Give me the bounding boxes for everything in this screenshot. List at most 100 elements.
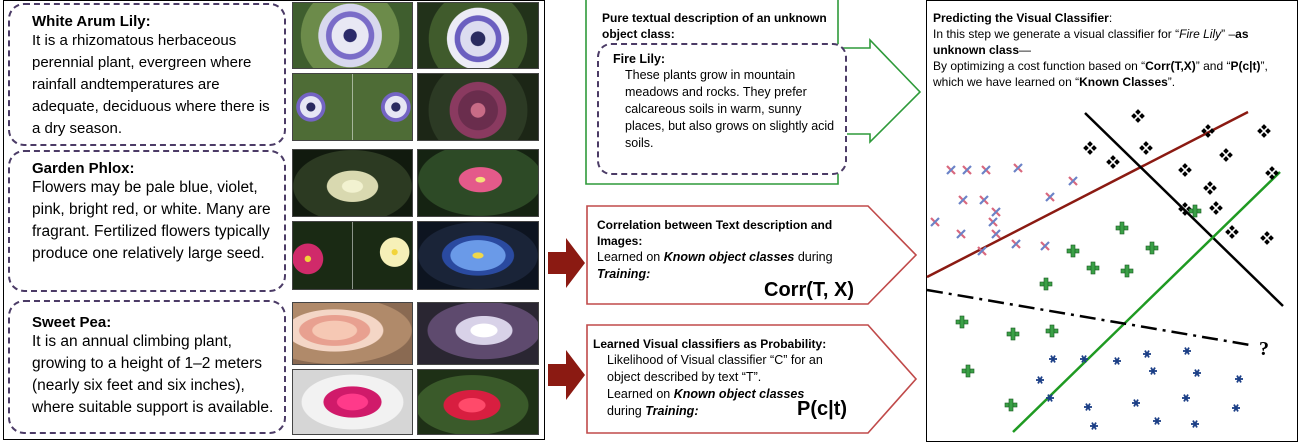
plus-marker bbox=[1045, 324, 1059, 338]
correlation-box: Correlation between Text description and… bbox=[597, 217, 867, 283]
unknown-class-bubble: Fire Lily: These plants grow in mountain… bbox=[597, 43, 847, 175]
probability-training: Training: bbox=[645, 404, 699, 418]
prediction-paragraph-1: In this step we generate a visual classi… bbox=[933, 26, 1293, 58]
flower-photo-passion-4 bbox=[417, 73, 539, 141]
unknown-class-question-mark: ? bbox=[1259, 338, 1269, 360]
correlation-learned-line: Learned on Known object classes during bbox=[597, 249, 867, 266]
probability-line1: Likelihood of Visual classifier “C” for … bbox=[607, 353, 823, 384]
flower-photo-cyclamen-1 bbox=[292, 302, 413, 365]
probability-during: during bbox=[607, 404, 646, 418]
prediction-p1-end: — bbox=[1019, 43, 1032, 57]
flower-photo-waterlily-4 bbox=[417, 221, 539, 290]
probability-training-line: during Training: bbox=[593, 403, 871, 420]
prediction-p1-prefix: In this step we generate a visual classi… bbox=[933, 27, 1180, 41]
flower-description: It is a rhizomatous herbaceous perennial… bbox=[32, 32, 270, 137]
probability-learned-emph: Known object classes bbox=[673, 387, 805, 401]
flower-description-bubble-3: Sweet Pea: It is an annual climbing plan… bbox=[8, 300, 286, 434]
plus-marker bbox=[1039, 277, 1053, 291]
correlation-learned-emph: Known object classes bbox=[663, 250, 795, 264]
probability-learned-line: Learned on Known object classes bbox=[593, 386, 871, 403]
star-marker bbox=[1191, 420, 1199, 428]
plus-marker bbox=[961, 364, 975, 378]
cross-marker bbox=[1013, 163, 1023, 173]
cross-marker bbox=[956, 229, 966, 239]
plus-marker bbox=[1120, 264, 1134, 278]
star-marker bbox=[1084, 403, 1092, 411]
diamond-cluster-marker bbox=[1139, 141, 1153, 155]
flower-photo-passion-1 bbox=[292, 2, 413, 69]
star-marker bbox=[1183, 347, 1191, 355]
probability-box: Learned Visual classifiers as Probabilit… bbox=[593, 336, 871, 420]
flower-photo-passion-2 bbox=[417, 2, 539, 69]
diamond-cluster-marker bbox=[1265, 166, 1279, 180]
correlation-training-line: Training: bbox=[597, 266, 867, 283]
classifier-line-dashdot bbox=[926, 288, 1251, 347]
flower-name: White Arum Lily: bbox=[32, 13, 151, 30]
star-marker bbox=[1080, 355, 1088, 363]
prediction-title: Predicting the Visual Classifier bbox=[933, 11, 1109, 25]
prediction-p1-emph: Fire Lily bbox=[1179, 27, 1222, 41]
cross-marker bbox=[979, 195, 989, 205]
diamond-cluster-marker bbox=[1178, 163, 1192, 177]
flower-photo-cyclamen-2 bbox=[417, 302, 539, 365]
unknown-class-title-text: Pure textual description of an unknown o… bbox=[602, 11, 827, 41]
star-marker bbox=[1090, 422, 1098, 430]
correlation-callout-arrow bbox=[586, 205, 918, 305]
correlation-learned-prefix: Learned on bbox=[597, 250, 664, 264]
plus-marker bbox=[1066, 244, 1080, 258]
prediction-p2-prefix: By optimizing a cost function based on “ bbox=[933, 59, 1146, 73]
plus-marker bbox=[1115, 221, 1129, 235]
flower-description-bubble-2: Garden Phlox: Flowers may be pale blue, … bbox=[8, 150, 286, 292]
prediction-p1-suffix: ” – bbox=[1221, 27, 1236, 41]
cross-marker bbox=[1045, 192, 1055, 202]
prediction-p2-end: ”. bbox=[1167, 75, 1176, 89]
flower-photo-waterlily-2 bbox=[417, 149, 539, 217]
prediction-title-colon: : bbox=[1108, 11, 1113, 25]
unknown-class-title: Pure textual description of an unknown o… bbox=[602, 10, 832, 42]
plus-marker bbox=[1004, 398, 1018, 412]
flower-name: Garden Phlox: bbox=[32, 160, 135, 177]
prediction-description: Predicting the Visual Classifier: In thi… bbox=[933, 10, 1293, 90]
star-marker bbox=[1153, 417, 1161, 425]
star-marker bbox=[1113, 357, 1121, 365]
star-marker bbox=[1036, 376, 1044, 384]
cross-marker bbox=[946, 165, 956, 175]
prediction-p2-b2: P(c|t) bbox=[1230, 59, 1261, 73]
probability-callout-arrow bbox=[586, 324, 918, 434]
plus-marker bbox=[955, 315, 969, 329]
cross-marker bbox=[981, 165, 991, 175]
cross-marker bbox=[1040, 241, 1050, 251]
cross-marker bbox=[988, 217, 998, 227]
cross-marker bbox=[930, 217, 940, 227]
cross-marker bbox=[962, 165, 972, 175]
classifier-line-green bbox=[1012, 171, 1281, 433]
plus-marker bbox=[1006, 327, 1020, 341]
flower-photo-cyclamen-3 bbox=[292, 369, 413, 435]
cross-marker bbox=[977, 246, 987, 256]
prediction-p1-bold: as unknown class bbox=[933, 27, 1249, 57]
flower-description: It is an annual climbing plant, growing … bbox=[32, 333, 274, 416]
diamond-cluster-marker bbox=[1203, 181, 1217, 195]
plus-marker bbox=[1086, 261, 1100, 275]
flower-photo-cyclamen-4 bbox=[417, 369, 539, 435]
plus-marker bbox=[1188, 204, 1202, 218]
star-marker bbox=[1049, 355, 1057, 363]
diamond-cluster-marker bbox=[1083, 141, 1097, 155]
cross-marker bbox=[991, 229, 1001, 239]
flower-name: Sweet Pea: bbox=[32, 314, 112, 331]
diamond-cluster-marker bbox=[1225, 225, 1239, 239]
cross-marker bbox=[1011, 239, 1021, 249]
correlation-learned-suffix: during bbox=[794, 250, 833, 264]
cross-marker bbox=[958, 195, 968, 205]
unknown-class-name: Fire Lily: bbox=[613, 52, 666, 66]
star-marker bbox=[1232, 404, 1240, 412]
right-arrow-icon bbox=[548, 238, 585, 288]
prediction-p2-b1: Corr(T,X) bbox=[1145, 59, 1196, 73]
classifier-line-dark-red bbox=[926, 110, 1249, 279]
flower-photo-waterlily-1 bbox=[292, 149, 413, 217]
star-marker bbox=[1046, 394, 1054, 402]
probability-equation: P(c|t) bbox=[797, 398, 848, 420]
right-panel-frame bbox=[926, 0, 1298, 442]
diamond-cluster-marker bbox=[1257, 124, 1271, 138]
